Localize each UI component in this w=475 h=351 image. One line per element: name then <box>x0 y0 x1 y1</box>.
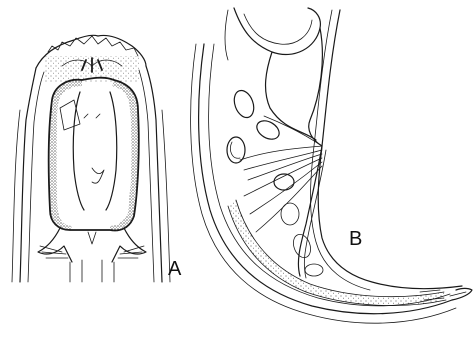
panel-a-drawing <box>12 35 170 282</box>
panel-a-inner-fold-left <box>73 92 84 210</box>
panel-b-gland-6 <box>290 232 313 260</box>
panel-b-gland-7 <box>305 264 323 276</box>
panel-a-outer-wall-left <box>20 68 36 282</box>
panel-a-buccal-capsule <box>49 78 139 231</box>
panel-b-outer-cuticle <box>199 44 452 314</box>
panel-a-inner-wall-right <box>139 70 154 282</box>
panel-a-esophagus <box>70 260 114 282</box>
panel-a-cuticle-left <box>12 110 20 282</box>
panel-a-cuticle-right <box>162 110 170 282</box>
panel-a-label: A <box>168 259 181 279</box>
panel-a-junction-left <box>38 228 72 262</box>
panel-b-cuticle-outer-edge <box>191 44 456 323</box>
panel-b-upper-organ-inner <box>244 14 312 44</box>
panel-a-lip-fringe <box>48 36 138 56</box>
panel-a-inner-tooth <box>92 168 104 183</box>
panel-b-tail-tip <box>452 289 472 301</box>
panel-b-ventral-wall <box>318 10 462 289</box>
panel-a-junction-right <box>112 228 146 262</box>
panel-b-gland-1 <box>231 88 257 120</box>
panel-a-valve <box>88 232 96 244</box>
panel-a-inner-marks <box>84 114 100 118</box>
panel-b-gland-2 <box>254 117 283 143</box>
panel-b-dorsal-ridge <box>225 10 228 60</box>
panel-b-fiber-7 <box>264 116 322 146</box>
panel-b-gland-3-nucleus <box>230 142 240 158</box>
panel-b-label: B <box>349 229 362 249</box>
panel-a-outer-wall-right <box>146 66 162 282</box>
panel-a-capsule-wall-right <box>110 80 139 230</box>
panel-b-tail-line <box>450 292 466 296</box>
panel-b-upper-organ <box>234 8 320 55</box>
panel-b-drawing <box>191 8 472 323</box>
panel-b-stippled-gut <box>228 200 446 306</box>
panel-b-gut-line-inner <box>236 200 444 297</box>
panel-a-inner-fold-right <box>106 92 117 210</box>
